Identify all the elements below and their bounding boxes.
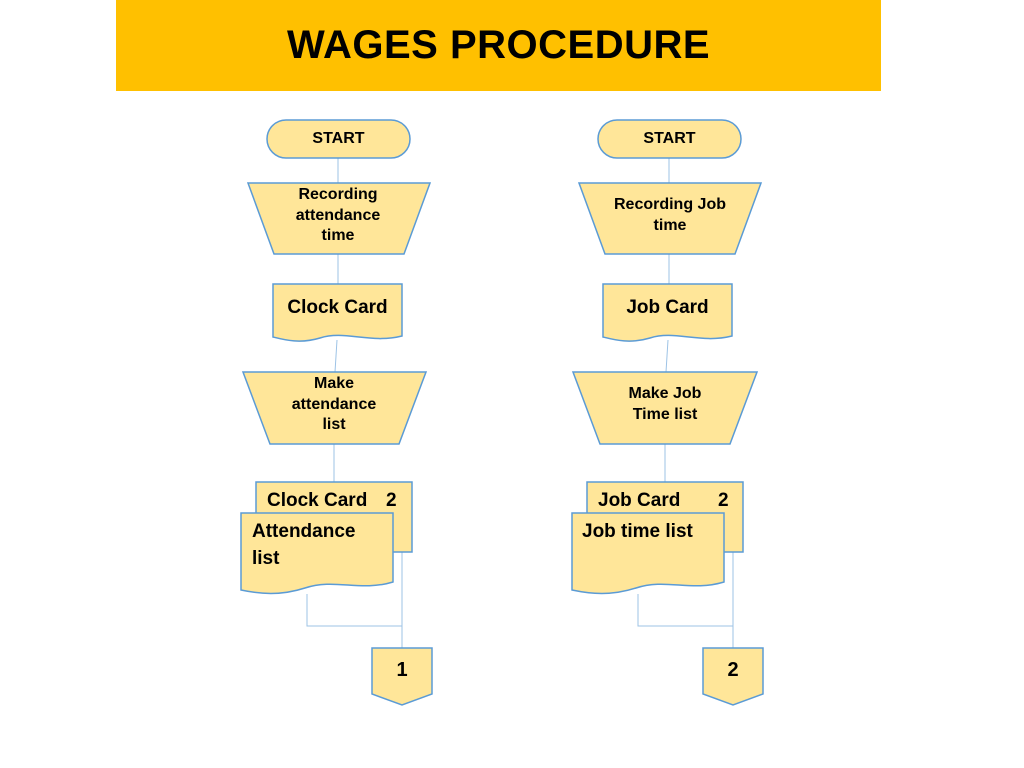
right-doc-back-copy: 2	[718, 490, 729, 511]
left-document-label: Clock Card	[287, 296, 388, 318]
left-doc-back-label: Clock Card	[267, 490, 368, 511]
right-manual-operation-2	[571, 371, 759, 445]
right-doc-front-shape	[571, 512, 725, 595]
title-banner: WAGES PROCEDURE	[116, 0, 881, 91]
right-manual-operation-2-label: Make Job Time list	[628, 385, 702, 423]
left-doc-back-copy: 2	[386, 490, 397, 511]
left-manual-operation	[246, 182, 432, 255]
left-manual-operation-2-label: Make attendance list	[291, 374, 377, 434]
right-offpage-connector	[702, 647, 764, 706]
left-connector-lines	[306, 158, 403, 648]
left-manual-operation-label: Recording attendance time	[295, 185, 381, 245]
left-start-terminator	[266, 119, 411, 159]
left-manual-operation-2	[241, 371, 428, 445]
right-document-label: Job Card	[626, 296, 709, 318]
left-offpage-connector-label: 1	[396, 659, 408, 681]
left-document-shape	[272, 283, 403, 342]
right-manual-operation-label: Recording Job time	[613, 196, 726, 234]
right-offpage-connector-label: 2	[727, 659, 739, 681]
right-document-shape	[602, 283, 733, 342]
right-manual-operation	[577, 182, 763, 255]
right-doc-back-label: Job Card	[598, 490, 681, 511]
right-start-terminator	[597, 119, 742, 159]
right-connector-lines	[637, 158, 734, 648]
left-start-label: START	[312, 129, 365, 147]
page-title: WAGES PROCEDURE	[286, 23, 711, 67]
left-doc-front-shape	[240, 512, 394, 595]
right-start-label: START	[643, 129, 696, 147]
left-flow	[240, 119, 433, 706]
left-offpage-connector	[371, 647, 433, 706]
left-doc-front-label: Attendance list	[252, 521, 356, 569]
right-flow	[571, 119, 764, 706]
right-doc-front-label: Job time list	[582, 521, 693, 542]
